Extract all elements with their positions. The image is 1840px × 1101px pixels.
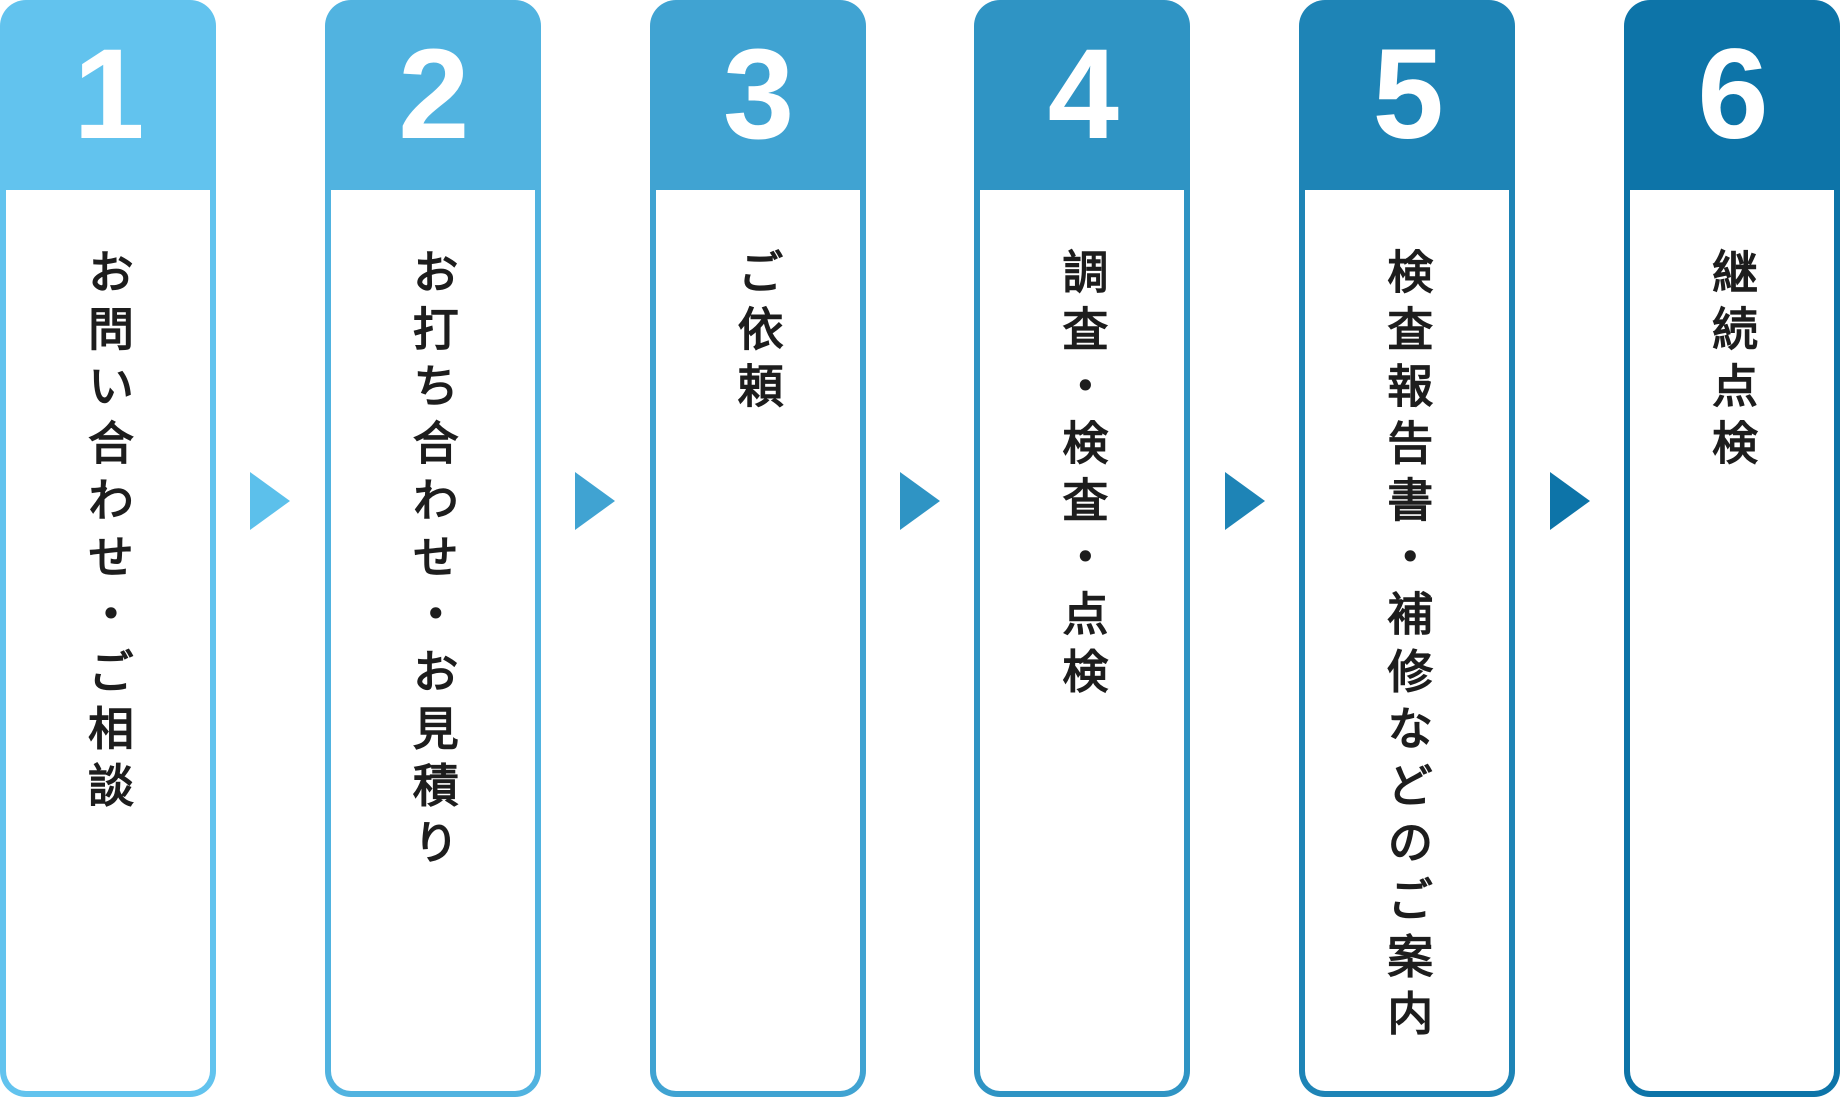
step-4-number: 4 [1047,23,1119,166]
step-2-label: お打ち合わせ・お見積り [405,248,460,876]
step-6-body: 継続点検 [1623,190,1840,1097]
step-3-label: ご依頼 [730,248,785,420]
step-1-header: 1 [0,0,216,190]
step-2-header: 2 [324,0,541,190]
step-5-label: 検査報告書・補修などのご案内 [1380,248,1435,1047]
step-3-body: ご依頼 [649,190,866,1097]
step-1-number: 1 [73,23,144,166]
step-card-3: 3 ご依頼 [649,0,866,1097]
step-4-header: 4 [974,0,1191,190]
step-4-label: 調査・検査・点検 [1055,248,1110,705]
step-card-2: 2 お打ち合わせ・お見積り [324,0,541,1097]
step-3-number: 3 [723,23,794,166]
step-2-body: お打ち合わせ・お見積り [324,190,541,1097]
step-5-header: 5 [1299,0,1516,190]
step-1-body: お問い合わせ・ご相談 [0,190,216,1097]
step-3-header: 3 [649,0,866,190]
step-6-number: 6 [1697,23,1768,166]
step-card-1: 1 お問い合わせ・ご相談 [0,0,216,1097]
step-1-label: お問い合わせ・ご相談 [81,248,135,819]
step-6-label: 継続点検 [1704,248,1759,477]
step-2-number: 2 [398,23,469,166]
step-5-number: 5 [1372,23,1444,166]
step-5-body: 検査報告書・補修などのご案内 [1299,190,1516,1097]
step-6-header: 6 [1623,0,1840,190]
step-card-6: 6 継続点検 [1623,0,1840,1097]
step-4-body: 調査・検査・点検 [974,190,1191,1097]
step-card-5: 5 検査報告書・補修などのご案内 [1299,0,1516,1097]
step-card-4: 4 調査・検査・点検 [974,0,1191,1097]
